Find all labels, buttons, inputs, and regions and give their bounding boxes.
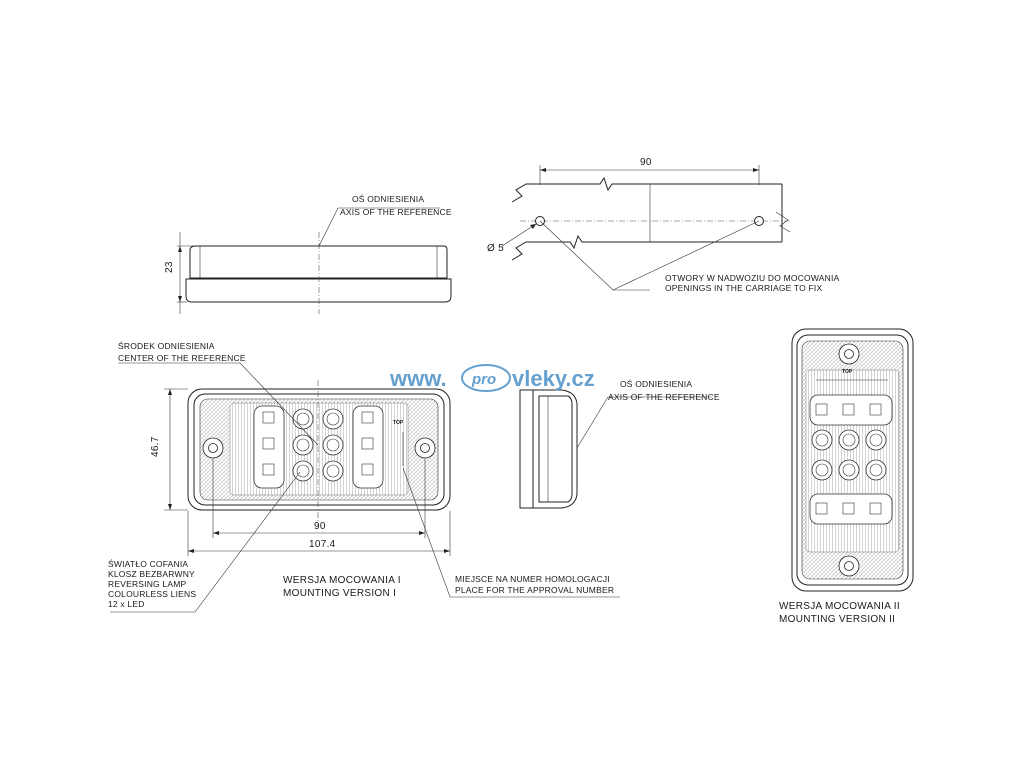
side-axis-label-pl: OŚ ODNIESIENIA (352, 193, 424, 204)
center-label-en: CENTER OF THE REFERENCE (118, 353, 246, 363)
approval-label-en: PLACE FOR THE APPROVAL NUMBER (455, 585, 614, 595)
watermark-left: www. (389, 366, 447, 391)
center-label-pl: ŚRODEK ODNIESIENIA (118, 340, 215, 351)
profile-view (519, 389, 712, 509)
watermark-middle: pro (471, 371, 496, 388)
side-view (177, 207, 452, 314)
version-1-label-en: MOUNTING VERSION I (283, 588, 396, 599)
hole-spacing-dimension: 90 (314, 521, 326, 532)
side-height-dimension: 23 (164, 261, 175, 273)
vertical-top-mark: TOP (842, 369, 853, 375)
lamp-label-pl-1: ŚWIATŁO COFANIA (108, 558, 188, 569)
version-2-label-en: MOUNTING VERSION II (779, 614, 895, 625)
watermark: www. pro vleky.cz (389, 364, 595, 392)
total-width-dimension: 107.4 (309, 539, 336, 550)
lamp-label-pl-2: KLOSZ BEZBARWNY (108, 569, 195, 579)
openings-label-en: OPENINGS IN THE CARRIAGE TO FIX (665, 283, 822, 293)
version-1-label-pl: WERSJA MOCOWANIA I (283, 575, 401, 586)
profile-axis-label-pl: OŚ ODNIESIENIA (620, 378, 692, 389)
lamp-label-en-1: REVERSING LAMP (108, 579, 187, 589)
vertical-view (791, 328, 914, 592)
carriage-width-dimension: 90 (640, 157, 652, 168)
led-count-label: 12 x LED (108, 599, 145, 609)
front-height-dimension: 46.7 (150, 436, 161, 457)
watermark-right: vleky.cz (512, 366, 595, 391)
carriage-view (501, 165, 791, 291)
approval-label-pl: MIEJSCE NA NUMER HOMOLOGACJI (455, 574, 610, 584)
front-view (110, 362, 620, 613)
hole-diameter-dimension: Ø 5 (487, 243, 504, 254)
lamp-label-en-2: COLOURLESS LIENS (108, 589, 196, 599)
front-top-mark: TOP (393, 420, 404, 426)
version-2-label-pl: WERSJA MOCOWANIA II (779, 601, 900, 612)
profile-axis-label-en: AXIS OF THE REFERENCE (608, 392, 720, 402)
openings-label-pl: OTWORY W NADWOZIU DO MOCOWANIA (665, 273, 840, 283)
side-axis-label-en: AXIS OF THE REFERENCE (340, 207, 452, 217)
